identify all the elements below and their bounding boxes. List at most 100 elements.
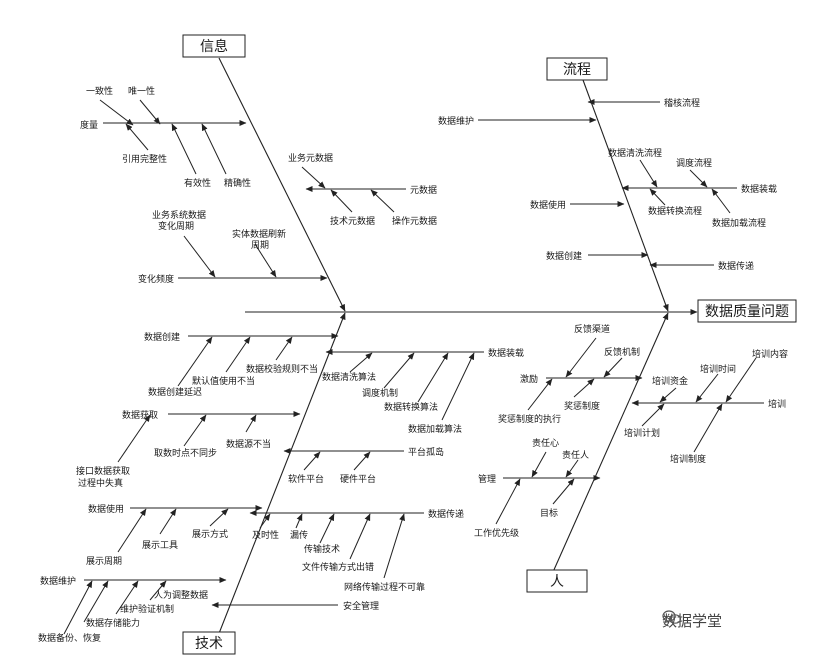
watermark: 数据学堂 [662, 610, 722, 631]
head-label: 数据质量问题 [705, 304, 789, 320]
twig-default-improper [225, 336, 251, 373]
twig-transfer-tech [319, 513, 335, 544]
label-priority: 工作优先级 [474, 527, 519, 539]
head-box [697, 299, 797, 323]
label-source-improper: 数据源不当 [226, 438, 271, 450]
label-metadata: 元数据 [410, 184, 437, 196]
label-schedule-mech: 调度机制 [362, 387, 398, 399]
label-process-create: 数据创建 [546, 250, 582, 262]
label-interface-1: 接口数据获取 [76, 465, 130, 477]
label-goal: 目标 [540, 507, 558, 519]
label-consistency: 一致性 [86, 85, 113, 97]
wechat-icon [662, 610, 682, 624]
label-validation-improper: 数据校验规则不当 [246, 363, 318, 375]
twig-entity-refresh [254, 243, 277, 278]
twig-biz-change [183, 235, 216, 278]
twig-file-transfer-error [349, 513, 371, 560]
twig-backup-restore [63, 580, 93, 635]
label-process-use: 数据使用 [530, 199, 566, 211]
label-feedback-mech: 反馈机制 [604, 346, 640, 358]
twig-source-improper [245, 414, 257, 433]
twig-training-content [725, 357, 757, 403]
bone-tech [217, 312, 346, 637]
twig-schedule-mech [383, 352, 415, 389]
twig-storage-capacity [83, 580, 109, 623]
category-tech: 技术 [195, 636, 223, 652]
twig-training-plan [641, 403, 665, 427]
label-timeliness: 及时性 [252, 529, 279, 541]
label-incentive: 激励 [520, 373, 538, 385]
twig-missing [295, 513, 303, 529]
label-training-time: 培训时间 [700, 363, 736, 375]
twig-timeliness [259, 513, 271, 529]
twig-software-platform [303, 451, 321, 471]
bone-info [218, 57, 346, 312]
twig-interface [117, 414, 151, 463]
label-tech-acquire: 数据获取 [122, 409, 158, 421]
label-tech-load: 数据装载 [488, 347, 524, 359]
bone-process [582, 79, 669, 312]
bone-people [552, 312, 669, 573]
label-platform-island: 平台孤岛 [408, 446, 444, 458]
twig-priority [495, 478, 521, 525]
label-missing: 漏传 [290, 529, 308, 541]
label-hardware-platform: 硬件平台 [340, 473, 376, 485]
label-training: 培训 [768, 398, 786, 410]
label-biz-change-2: 变化周期 [158, 220, 194, 232]
label-display-tool: 展示工具 [142, 540, 178, 551]
twig-ref-integrity [125, 123, 149, 151]
category-box-info [182, 34, 246, 58]
label-change-freq: 变化频度 [138, 273, 174, 285]
label-load-algo: 数据加载算法 [408, 423, 462, 435]
label-validity: 有效性 [184, 177, 211, 189]
label-cleansing-algo: 数据清洗算法 [322, 371, 376, 383]
label-training-plan: 培训计划 [624, 427, 660, 439]
label-file-transfer-error: 文件传输方式出错 [302, 561, 374, 573]
label-schedule: 调度流程 [676, 157, 712, 169]
twig-op-meta [370, 189, 395, 213]
label-ref-integrity: 引用完整性 [122, 153, 167, 165]
twig-load-flow [711, 188, 731, 214]
label-audit: 稽核流程 [664, 97, 700, 109]
twig-timing-async [183, 414, 207, 447]
category-box-people [526, 569, 588, 593]
label-interface-2: 过程中失真 [78, 477, 123, 489]
twig-reward-exec [527, 378, 553, 411]
twig-training-time [695, 373, 719, 403]
twig-accountable [565, 459, 579, 478]
twig-schedule [689, 169, 708, 188]
label-entity-refresh-2: 周期 [251, 240, 269, 251]
twig-load-algo [441, 352, 475, 421]
label-accountable: 责任人 [562, 449, 589, 461]
label-biz-change-1: 业务系统数据 [152, 209, 206, 221]
twig-training-policy [693, 403, 723, 453]
twig-accuracy [201, 123, 227, 175]
twig-biz-meta [301, 166, 326, 189]
label-management: 管理 [478, 473, 496, 485]
category-process: 流程 [563, 62, 591, 78]
twig-training-fund [659, 387, 677, 403]
twig-cleansing-algo [349, 352, 373, 373]
label-default-improper: 默认值使用不当 [192, 375, 255, 387]
twig-feedback-mech [603, 357, 623, 378]
label-cleansing: 数据清洗流程 [608, 147, 662, 159]
twig-network-unreliable [383, 513, 405, 579]
twig-responsibility [531, 451, 547, 478]
twig-validity [171, 123, 197, 175]
label-load-flow: 数据加载流程 [712, 217, 766, 229]
label-transform: 数据转换流程 [648, 205, 702, 217]
label-reward-policy: 奖惩制度 [564, 400, 600, 412]
twig-manual-adjust [149, 580, 167, 601]
twig-feedback-channel [565, 337, 597, 378]
label-training-content: 培训内容 [752, 348, 788, 360]
label-process-load: 数据装载 [741, 183, 777, 195]
label-process-transfer: 数据传递 [718, 260, 754, 272]
twig-display-period [117, 508, 147, 553]
label-transfer-tech: 传输技术 [304, 543, 340, 555]
twig-display-tool [159, 508, 177, 535]
twig-transform-algo [417, 352, 449, 403]
label-software-platform: 软件平台 [288, 473, 324, 485]
label-training-fund: 培训资金 [652, 375, 688, 387]
label-biz-meta: 业务元数据 [288, 152, 333, 164]
